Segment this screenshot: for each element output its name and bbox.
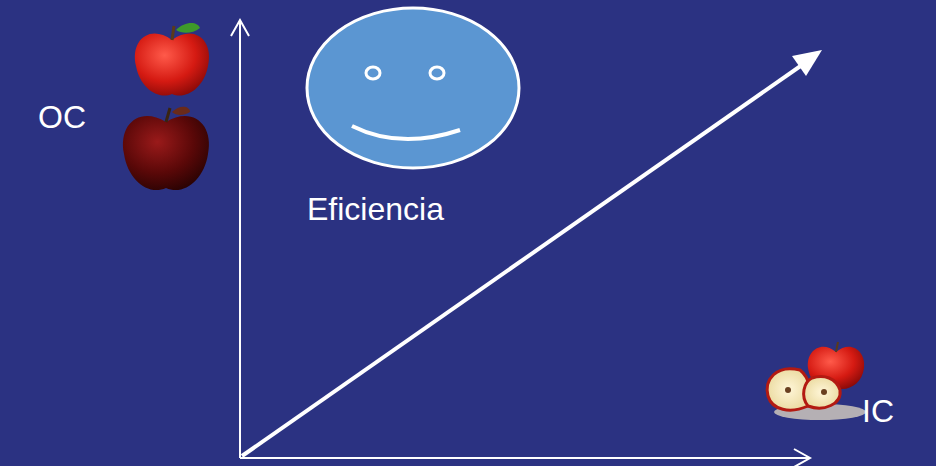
cut-apple — [767, 342, 866, 420]
dark-apple — [123, 107, 209, 190]
efficiency-label: Eficiencia — [307, 192, 444, 227]
arrow-head — [792, 50, 822, 76]
smiley-face — [307, 8, 519, 168]
axis-label: IC — [862, 394, 894, 429]
axis-label: OC — [38, 100, 86, 135]
red-apple — [135, 23, 209, 96]
